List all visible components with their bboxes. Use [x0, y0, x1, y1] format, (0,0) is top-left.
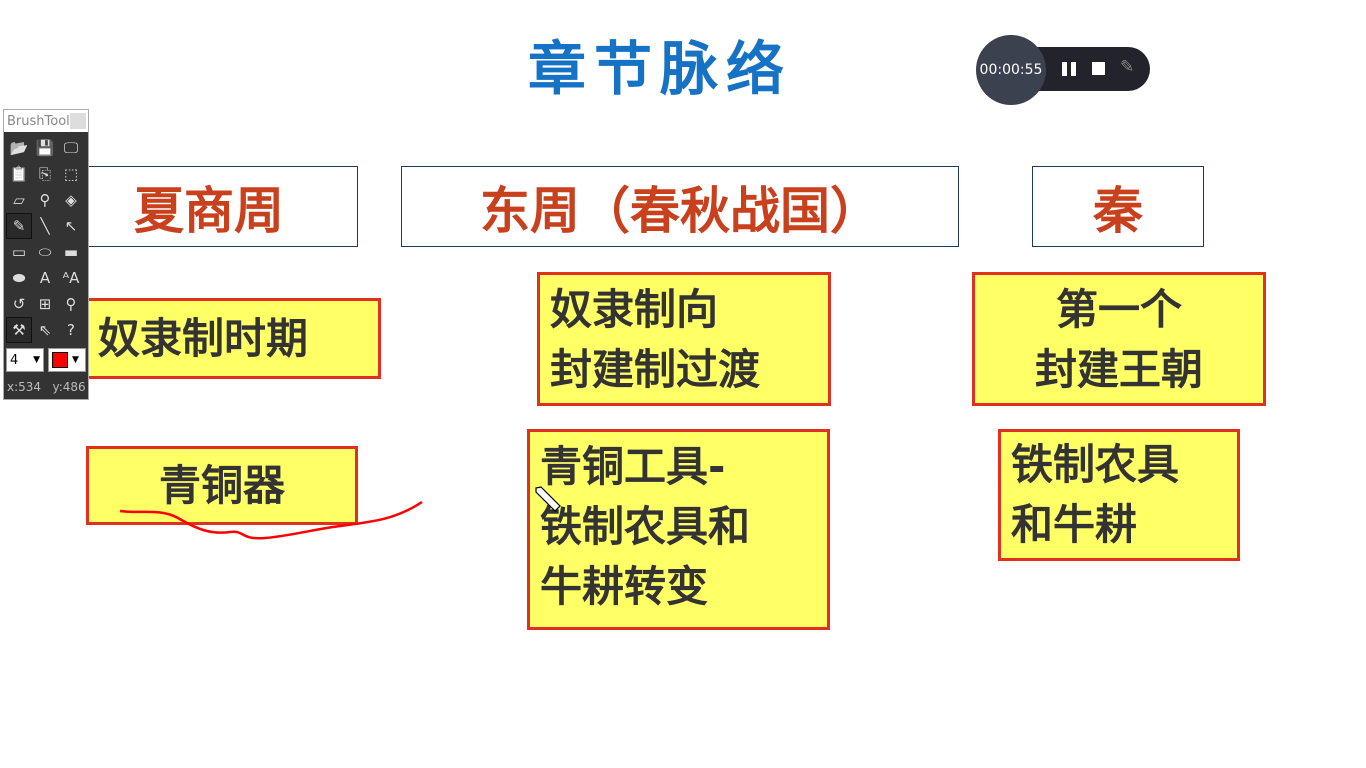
recording-timer: 00:00:55	[976, 35, 1046, 105]
open-icon[interactable]: 📂	[9, 139, 29, 157]
pause-icon[interactable]	[1062, 62, 1076, 76]
box-text: 和牛耕	[1011, 500, 1138, 549]
box-dongzhou-tools: 青铜工具- 铁制农具和牛耕转变	[527, 429, 830, 630]
box-text: 奴隶制时期	[98, 314, 309, 363]
save-icon[interactable]: 💾	[35, 139, 55, 157]
box-text: 铁制农具	[1011, 440, 1180, 489]
coord-x: x:534	[7, 380, 42, 394]
font-icon[interactable]: ᴬA	[62, 269, 80, 287]
box-qin-system: 第一个封建王朝	[972, 272, 1266, 406]
arrow-icon[interactable]: ↖	[64, 217, 78, 235]
line-icon[interactable]: ╲	[40, 217, 50, 235]
undo-icon[interactable]: ↺	[12, 295, 26, 313]
grid-icon[interactable]: ⊞	[38, 295, 52, 313]
box-text: 青铜工具-	[540, 442, 726, 491]
zoom-icon[interactable]: ⚲	[65, 295, 77, 313]
filled-ellipse-icon[interactable]: ⬬	[12, 269, 26, 287]
box-text: 牛耕转变	[540, 562, 709, 611]
box-text: 铁制农具和	[540, 502, 751, 551]
help-icon[interactable]: ?	[67, 321, 75, 339]
red-underline-stroke	[119, 500, 423, 540]
close-button[interactable]	[70, 113, 86, 129]
brush-size-value: 4	[10, 352, 19, 368]
box-text: 封建王朝	[1034, 345, 1203, 394]
text-icon[interactable]: A	[39, 269, 51, 287]
brushtool-title: BrushTool	[7, 114, 70, 129]
stop-icon[interactable]	[1092, 62, 1105, 75]
header-xia-shang-zhou: 夏商周	[60, 166, 358, 247]
box-dongzhou-system: 奴隶制向封建制过渡	[537, 272, 831, 406]
ellipse-icon[interactable]: ⬭	[38, 243, 52, 261]
copy-icon[interactable]: ⎘	[38, 165, 51, 183]
brush-size-select[interactable]: 4▼	[6, 348, 44, 372]
rectangle-icon[interactable]: ▭	[11, 243, 27, 261]
header-qin: 秦	[1032, 166, 1204, 247]
box-xia-system: 奴隶制时期	[85, 298, 381, 379]
color-swatch	[52, 352, 68, 368]
highlighter-icon[interactable]: ⚒	[6, 317, 32, 343]
brushtool-titlebar[interactable]: BrushTool	[4, 110, 88, 132]
coord-y: y:486	[52, 380, 86, 394]
pencil-icon[interactable]: ✎	[6, 213, 32, 239]
box-text: 奴隶制向	[550, 285, 719, 334]
pencil-icon[interactable]: ✎	[1120, 57, 1135, 77]
filled-rect-icon[interactable]: ▬	[63, 243, 79, 261]
fill-icon[interactable]: ◈	[65, 191, 77, 209]
cursor-pencil-icon	[535, 486, 561, 512]
box-text: 封建制过渡	[550, 345, 761, 394]
box-text: 青铜器	[158, 461, 285, 510]
pointer-icon[interactable]: ⇖	[38, 321, 52, 339]
cursor-coords: x:534 y:486	[4, 374, 88, 400]
paste-icon[interactable]: 📋	[9, 165, 29, 183]
brush-color-select[interactable]: ▼	[48, 348, 86, 372]
chevron-down-icon: ▼	[72, 355, 79, 365]
screen-icon[interactable]: 🖵	[63, 139, 79, 157]
chevron-down-icon: ▼	[33, 355, 40, 365]
select-rect-icon[interactable]: ⬚	[63, 165, 79, 183]
box-qin-tools: 铁制农具和牛耕	[998, 429, 1240, 561]
box-text: 第一个	[1055, 285, 1182, 334]
eraser-icon[interactable]: ▱	[13, 191, 25, 209]
header-dongzhou: 东周（春秋战国）	[401, 166, 959, 247]
slide-title: 章节脉络	[527, 35, 792, 103]
eyedropper-icon[interactable]: ⚲	[39, 191, 51, 209]
